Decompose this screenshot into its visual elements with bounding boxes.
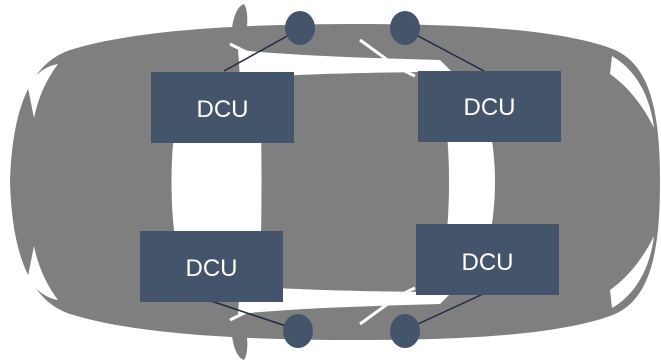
front-right-light <box>610 56 654 128</box>
dcu-box <box>140 231 283 302</box>
dcu-box <box>416 224 559 295</box>
door-sensor-rear-right <box>390 314 420 348</box>
front-left-light <box>28 64 58 118</box>
dcu-rear-right: DCU <box>416 224 559 295</box>
dcu-box <box>418 71 561 142</box>
dcu-label: DCU <box>462 249 514 276</box>
dcu-front-left: DCU <box>151 72 294 143</box>
dcu-front-right: DCU <box>418 71 561 142</box>
dcu-label: DCU <box>464 94 516 121</box>
left-rear-mirror <box>232 330 248 360</box>
left-front-mirror <box>232 4 248 34</box>
dcu-rear-left: DCU <box>140 231 283 302</box>
bottom-side-window <box>238 286 452 314</box>
door-sensors <box>283 11 420 348</box>
rear-left-light <box>28 246 58 300</box>
door-sensor-front-right <box>390 11 420 45</box>
car-top-view <box>10 4 660 360</box>
roof <box>264 92 449 272</box>
dcu-label: DCU <box>197 96 249 123</box>
rear-right-light <box>610 236 654 308</box>
door-sensor-rear-left <box>283 314 313 348</box>
link-rear-left <box>207 299 299 331</box>
dcu-box <box>151 72 294 143</box>
dcu-label: DCU <box>186 255 238 282</box>
door-sensor-front-left <box>285 11 315 45</box>
top-side-window <box>238 50 452 78</box>
